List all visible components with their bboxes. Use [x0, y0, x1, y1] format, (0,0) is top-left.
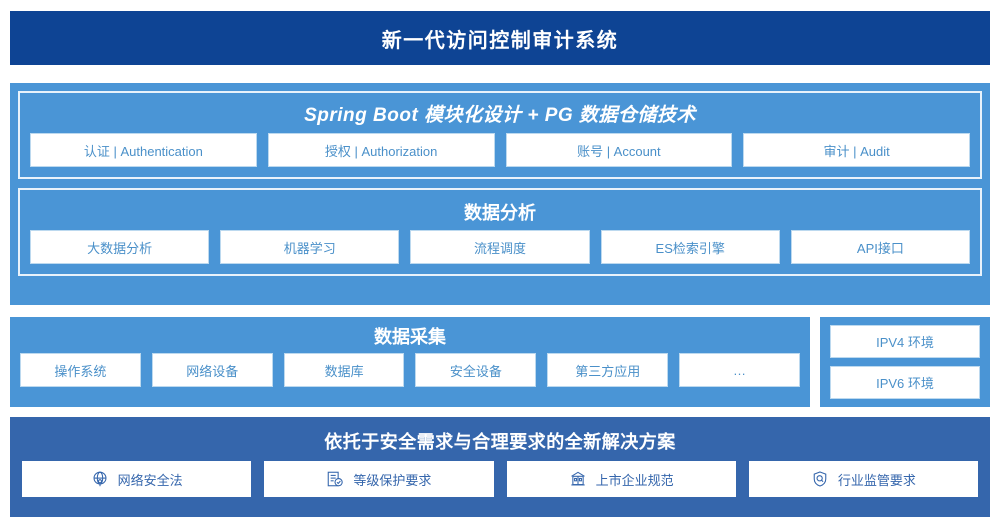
bank-building-icon	[569, 470, 587, 488]
shield-search-icon	[811, 470, 829, 488]
header-bar: 新一代访问控制审计系统	[10, 11, 990, 65]
panel-data-collection: 数据采集 操作系统 网络设备 数据库 安全设备 第三方应用 …	[10, 317, 810, 407]
card-authentication[interactable]: 认证 | Authentication	[30, 133, 257, 167]
globe-network-icon	[91, 470, 109, 488]
card-database[interactable]: 数据库	[283, 353, 405, 387]
card-security-device[interactable]: 安全设备	[415, 353, 537, 387]
panel-ip-environment: IPV4 环境 IPV6 环境	[820, 317, 990, 407]
panel-title-solution: 依托于安全需求与合理要求的全新解决方案	[324, 432, 676, 452]
card-account[interactable]: 账号 | Account	[505, 133, 733, 167]
platform-container: Spring Boot 模块化设计 + PG 数据仓储技术 认证 | Authe…	[10, 83, 990, 305]
card-row-spring-boot: 认证 | Authentication 授权 | Authorization 账…	[30, 133, 970, 167]
document-check-icon	[326, 470, 344, 488]
card-third-party-app[interactable]: 第三方应用	[547, 353, 669, 387]
card-label: 等级保护要求	[353, 472, 432, 488]
card-authorization[interactable]: 授权 | Authorization	[267, 133, 495, 167]
card-api-interface[interactable]: API接口	[790, 230, 971, 264]
card-label: 行业监管要求	[837, 472, 916, 488]
card-process-scheduling[interactable]: 流程调度	[410, 230, 590, 264]
collection-section: 数据采集 操作系统 网络设备 数据库 安全设备 第三方应用 … IPV4 环境 …	[10, 317, 990, 407]
card-row-data-collection: 操作系统 网络设备 数据库 安全设备 第三方应用 …	[20, 353, 800, 387]
card-classified-protection[interactable]: 等级保护要求	[264, 461, 494, 497]
page-title: 新一代访问控制审计系统	[381, 29, 619, 52]
card-operating-system[interactable]: 操作系统	[20, 353, 141, 387]
card-audit[interactable]: 审计 | Audit	[743, 133, 970, 167]
card-industry-regulation[interactable]: 行业监管要求	[748, 461, 978, 497]
card-cybersecurity-law[interactable]: 网络安全法	[22, 461, 252, 497]
card-ipv6-environment[interactable]: IPV6 环境	[830, 366, 980, 399]
card-more-ellipsis[interactable]: …	[679, 353, 800, 387]
card-big-data-analysis[interactable]: 大数据分析	[30, 230, 210, 264]
card-es-search-engine[interactable]: ES检索引擎	[600, 230, 780, 264]
card-machine-learning[interactable]: 机器学习	[220, 230, 400, 264]
card-listed-company-standard[interactable]: 上市企业规范	[506, 461, 736, 497]
panel-title-spring-boot: Spring Boot 模块化设计 + PG 数据仓储技术	[304, 105, 696, 126]
panel-title-data-analysis: 数据分析	[464, 203, 536, 223]
card-ipv4-environment[interactable]: IPV4 环境	[830, 325, 980, 358]
panel-spring-boot: Spring Boot 模块化设计 + PG 数据仓储技术 认证 | Authe…	[18, 91, 982, 179]
card-row-data-analysis: 大数据分析 机器学习 流程调度 ES检索引擎 API接口	[30, 230, 971, 264]
card-label: 网络安全法	[117, 472, 183, 488]
panel-data-analysis: 数据分析 大数据分析 机器学习 流程调度 ES检索引擎 API接口	[18, 188, 982, 276]
card-label: 上市企业规范	[595, 472, 674, 488]
card-row-solution: 网络安全法 等级保护要求	[22, 461, 978, 497]
panel-solution: 依托于安全需求与合理要求的全新解决方案 网络安全法	[10, 417, 990, 517]
card-network-device[interactable]: 网络设备	[151, 353, 273, 387]
panel-title-data-collection: 数据采集	[374, 327, 446, 347]
